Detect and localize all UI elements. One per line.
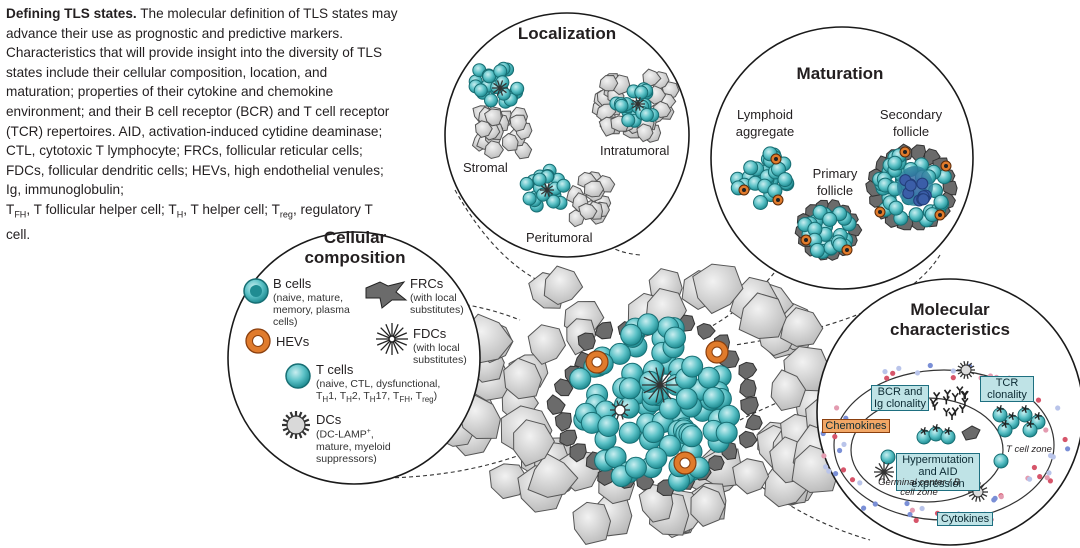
localization-title: Localization (517, 24, 617, 43)
peritumoral-label: Peritumoral (526, 230, 593, 245)
secondary-follicle-cluster (865, 143, 958, 231)
t-cells-sub: (naive, CTL, dysfunctional, TH1, TH2, TH… (316, 378, 441, 405)
central-fdc (610, 367, 678, 420)
caption-tfh-abbr: TFH (6, 201, 27, 220)
dc-icon (282, 411, 310, 439)
stromal-cluster (468, 61, 533, 160)
caption-th-def: , T helper cell; (183, 201, 272, 217)
caption-body: The molecular definition of TLS states m… (6, 6, 398, 198)
secondary-follicle-label: Secondary follicle (879, 107, 943, 139)
figure-caption: Defining TLS states. The molecular defin… (6, 4, 398, 245)
caption-title: Defining TLS states. (6, 6, 137, 21)
cytokines-box: Cytokines (937, 512, 993, 526)
primary-follicle-label: Primary follicle (812, 166, 858, 198)
b-cells-sub: (naive, mature, memory, plasma cells) (273, 292, 350, 328)
t-cell-zone-label: T cell zone (1006, 444, 1052, 455)
lymphoid-aggregate-label: Lymphoid aggregate (735, 107, 795, 139)
germinal-center-label: Germinal center / B cell zone (878, 477, 960, 498)
cellular-composition-title: Cellular composition (304, 228, 406, 267)
caption-th-abbr: TH (168, 201, 184, 220)
fdc-icon (376, 323, 408, 355)
maturation-panel (710, 26, 974, 290)
frcs-label: FRCs (410, 276, 444, 291)
lymphoid-aggregate-cluster (730, 146, 795, 210)
molecular-cells (874, 361, 1046, 502)
hev-icon (245, 328, 271, 354)
caption-treg-def: , regulatory T cell. (6, 201, 373, 243)
molecular-panel (816, 278, 1080, 546)
peritumoral-cluster (519, 163, 616, 228)
central-hevs (585, 340, 729, 475)
fdcs-label: FDCs (413, 326, 447, 341)
bcr-ig-box: BCR and Ig clonality (871, 385, 929, 411)
hypermutation-box: Hypermutation and AID expression (896, 453, 980, 491)
intratumoral-label: Intratumoral (600, 143, 670, 158)
maturation-title: Maturation (796, 64, 884, 83)
intratumoral-cluster (591, 68, 680, 143)
t-cell-icon (285, 363, 311, 389)
cellular-composition-panel (227, 231, 481, 485)
central-tls (437, 263, 873, 545)
tcr-box: TCR clonality (980, 376, 1034, 402)
hevs-label: HEVs (276, 334, 310, 349)
frc-icon (365, 281, 408, 309)
t-cells-label: T cells (316, 362, 354, 377)
frcs-sub: (with local substitutes) (410, 292, 464, 316)
dcs-label: DCs (316, 412, 342, 427)
primary-follicle-cluster (794, 199, 863, 261)
dcs-sub: (DC-LAMP+, mature, myeloid suppressors) (316, 428, 391, 465)
fdcs-sub: (with local substitutes) (413, 342, 467, 366)
localization-panel (444, 12, 690, 258)
caption-tfh-def: , T follicular helper cell; (26, 201, 169, 217)
b-cells-label: B cells (273, 276, 312, 291)
molecular-title: Molecular characteristics (889, 300, 1011, 339)
stromal-label: Stromal (463, 160, 508, 175)
caption-treg-abbr: Treg (271, 201, 293, 220)
chemokines-box: Chemokines (822, 419, 890, 433)
